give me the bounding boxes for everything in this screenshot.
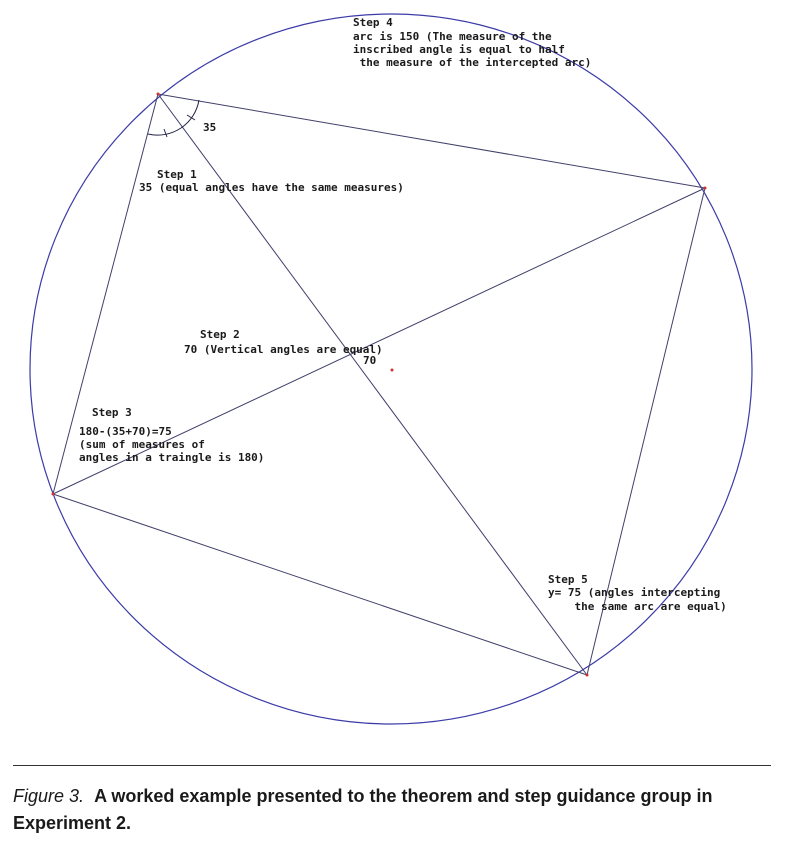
step-3-line-3: angles in a traingle is 180)	[79, 451, 264, 464]
angle-label-70: 70	[363, 354, 376, 367]
vertex-left	[51, 492, 55, 496]
step-4-annotation: Step 4 arc is 150 (The measure of the in…	[353, 16, 591, 69]
angle-label-35: 35	[203, 121, 216, 134]
step-3-line-2: (sum of measures of	[79, 438, 205, 451]
geometry-figure: 35 70 Step 4 arc is 150 (The measure of …	[29, 13, 753, 725]
caption-divider	[13, 765, 771, 766]
vertex-right	[703, 186, 707, 190]
step-3-line-1: 180-(35+70)=75	[79, 425, 172, 438]
step-5-title: Step 5	[548, 573, 588, 586]
side-right	[586, 187, 706, 676]
angle-arc-right	[180, 99, 200, 129]
step-2-annotation: Step 2 70 (Vertical angles are equal)	[184, 328, 383, 356]
figure-canvas: 35 70 Step 4 arc is 150 (The measure of …	[29, 13, 753, 725]
angle-tick-right	[186, 114, 196, 121]
step-5-line-2: the same arc are equal)	[548, 600, 727, 613]
angle-arc-left	[147, 127, 182, 136]
side-bottom	[52, 493, 588, 676]
step-2-title: Step 2	[200, 328, 240, 341]
step-1-title: Step 1	[157, 168, 197, 181]
step-2-line-1: 70 (Vertical angles are equal)	[184, 343, 383, 356]
vertex-bottom	[585, 673, 589, 677]
figure-caption: Figure 3. A worked example presented to …	[13, 783, 783, 837]
caption-text: A worked example presented to the theore…	[13, 786, 713, 833]
circumscribed-circle	[29, 13, 753, 725]
side-left	[52, 93, 159, 495]
side-top	[157, 93, 706, 189]
step-1-line-1: 35 (equal angles have the same measures)	[139, 181, 404, 194]
circle-center	[390, 368, 394, 372]
diagonal-top-left-to-bottom-right	[157, 93, 588, 676]
step-4-title: Step 4	[353, 16, 393, 29]
step-4-line-1: arc is 150 (The measure of the	[353, 30, 552, 43]
diagonal-left-to-right	[52, 187, 706, 495]
angle-tick-left	[163, 128, 168, 138]
vertex-top-left	[156, 92, 160, 96]
step-3-annotation: Step 3 180-(35+70)=75 (sum of measures o…	[79, 406, 264, 464]
step-5-annotation: Step 5 y= 75 (angles intercepting the sa…	[548, 573, 727, 613]
caption-label: Figure 3.	[13, 786, 85, 806]
step-4-line-2: inscribed angle is equal to half	[353, 43, 565, 56]
step-4-line-3: the measure of the intercepted arc)	[353, 56, 591, 69]
step-3-title: Step 3	[92, 406, 132, 419]
step-1-annotation: Step 1 35 (equal angles have the same me…	[139, 168, 404, 194]
step-5-line-1: y= 75 (angles intercepting	[548, 586, 720, 599]
